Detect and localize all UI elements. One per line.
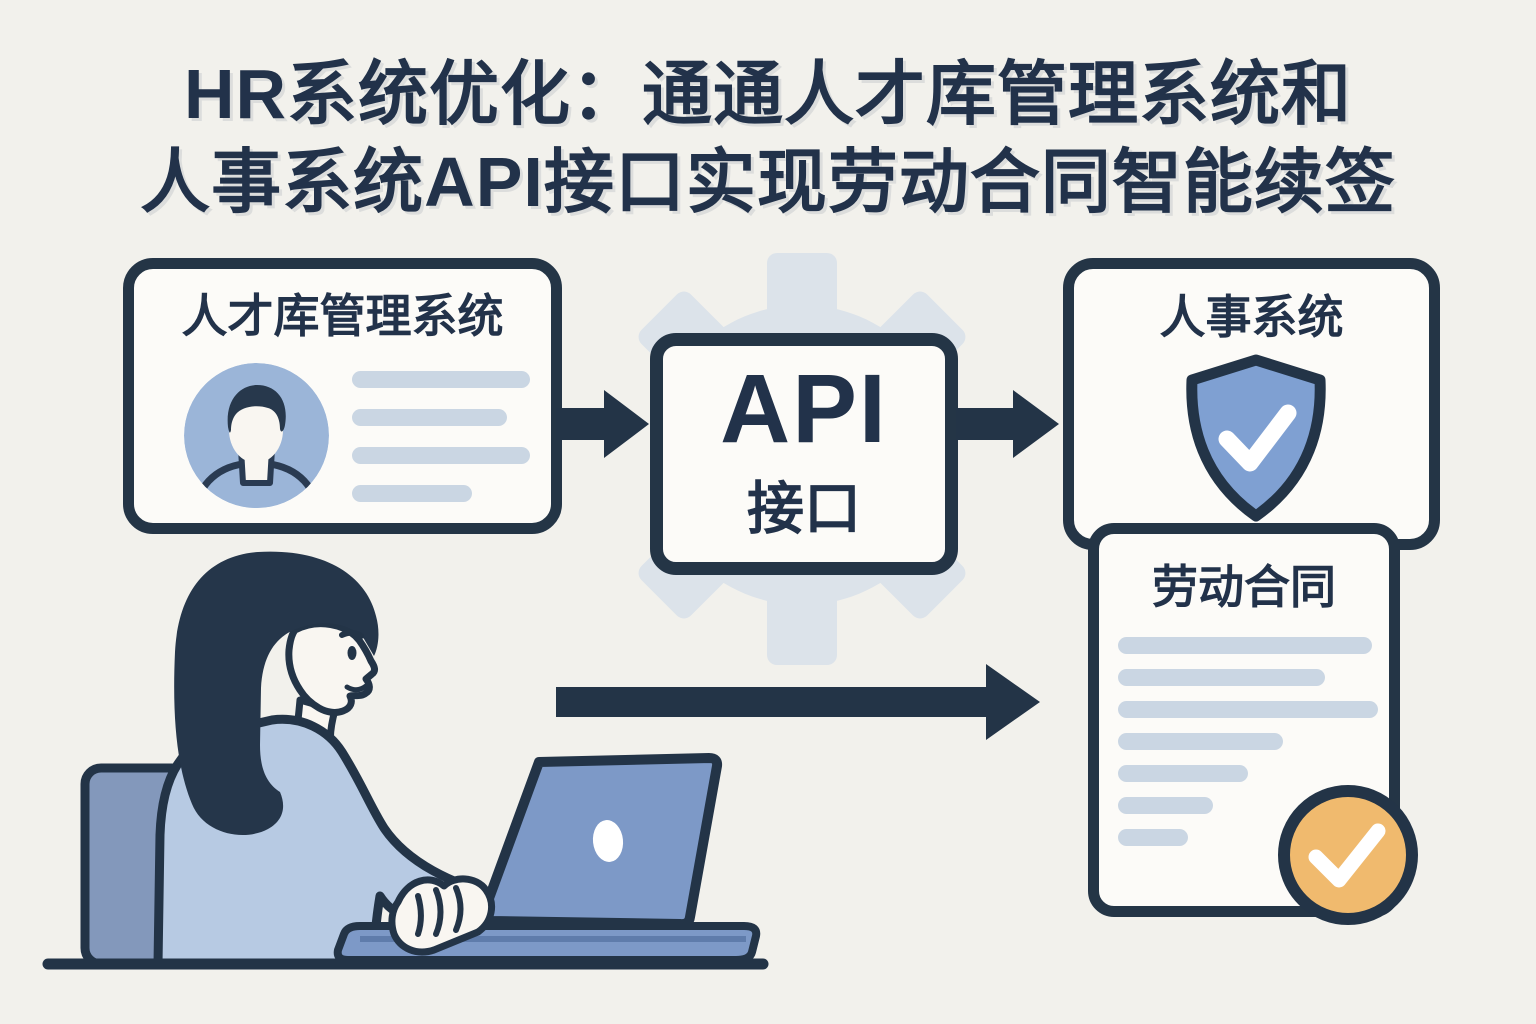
placeholder-text-line xyxy=(1118,797,1213,814)
placeholder-text-line xyxy=(352,409,507,426)
woman-hair xyxy=(174,551,379,836)
node-hr-system: 人事系统 xyxy=(1063,258,1440,550)
talent-placeholder-lines xyxy=(352,371,530,502)
placeholder-text-line xyxy=(1118,669,1325,686)
node-talent-db-label: 人才库管理系统 xyxy=(181,290,504,342)
check-badge-icon xyxy=(1278,785,1418,925)
person-avatar-icon xyxy=(184,363,329,508)
title-line-1: HR系统优化：通通人才库管理系统和 xyxy=(183,55,1353,133)
api-label: API xyxy=(720,353,888,463)
placeholder-text-line xyxy=(1118,733,1283,750)
placeholder-text-line xyxy=(352,485,472,502)
placeholder-text-line xyxy=(1118,765,1248,782)
arrow-operator-to-contract-icon xyxy=(556,664,1040,740)
node-labor-contract-label: 劳动合同 xyxy=(1152,561,1336,613)
shield-check-icon xyxy=(1186,354,1326,522)
placeholder-text-line xyxy=(352,371,530,388)
placeholder-text-line xyxy=(352,447,530,464)
arrow-talent-to-api-icon xyxy=(556,390,649,458)
node-api: API 接口 xyxy=(650,333,958,575)
title-line-2: 人事系统API接口实现劳动合同智能续签 xyxy=(140,143,1396,221)
placeholder-text-line xyxy=(1118,701,1378,718)
node-hr-system-label: 人事系统 xyxy=(1159,291,1344,343)
arrow-api-to-hr-icon xyxy=(956,390,1059,458)
woman-typing-laptop-illustration xyxy=(42,551,769,970)
placeholder-text-line xyxy=(1118,829,1188,846)
node-labor-contract: 劳动合同 xyxy=(1088,523,1400,917)
contract-placeholder-lines xyxy=(1118,637,1378,846)
node-talent-db: 人才库管理系统 xyxy=(123,258,562,534)
api-sublabel: 接口 xyxy=(747,477,861,542)
placeholder-text-line xyxy=(1118,637,1372,654)
